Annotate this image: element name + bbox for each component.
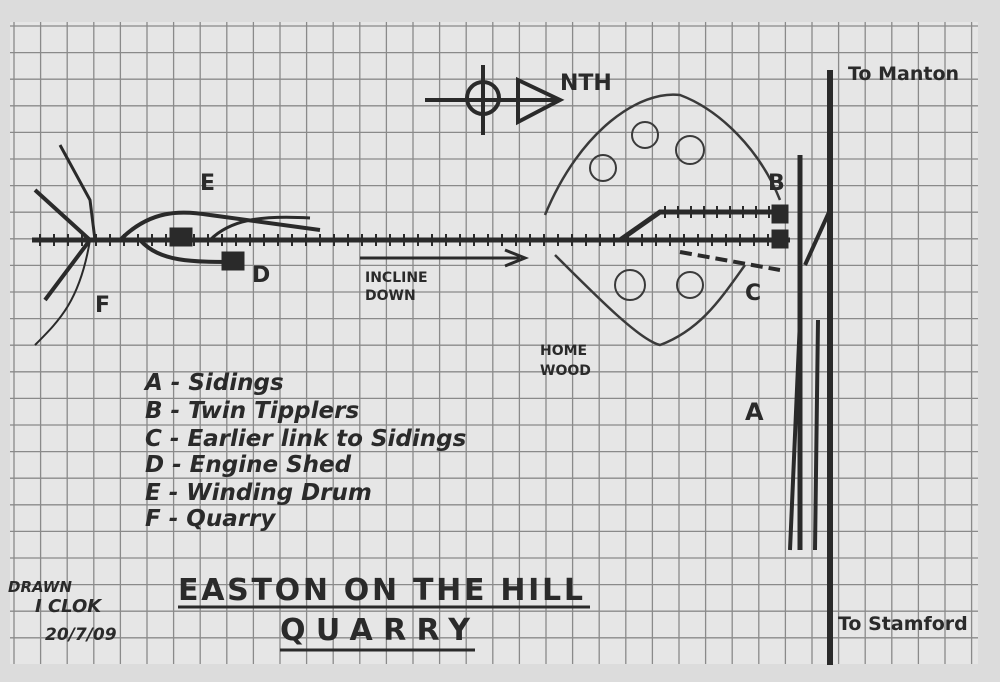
legend: A - Sidings B - Twin Tipplers C - Earlie…	[143, 370, 466, 532]
legend-item-d: D - Engine Shed	[145, 452, 352, 478]
marker-e: E	[200, 171, 215, 196]
to-stamford-label: To Stamford	[838, 613, 968, 635]
tree-icons	[589, 121, 705, 301]
track-sleepers	[39, 206, 770, 246]
home-wood-outline	[543, 93, 782, 347]
to-manton-label: To Manton	[848, 63, 959, 85]
legend-item-e: E - Winding Drum	[145, 480, 372, 506]
legend-item-f: F - Quarry	[145, 506, 276, 532]
signature-date: 20/7/09	[45, 625, 117, 645]
legend-item-c: C - Earlier link to Sidings	[145, 426, 466, 452]
signature-name: I CLOK	[35, 596, 103, 617]
north-label: NTH	[560, 71, 612, 96]
wood-label-line2: WOOD	[540, 363, 591, 379]
marker-f: F	[95, 293, 110, 318]
marker-b: B	[768, 171, 785, 196]
railway-track	[32, 70, 833, 665]
signature-drawn: DRAWN	[8, 578, 72, 596]
legend-item-b: B - Twin Tipplers	[145, 398, 359, 424]
wood-label-line1: HOME	[540, 343, 587, 359]
marker-a: A	[745, 398, 764, 426]
incline-label-line1: INCLINE	[365, 270, 428, 286]
title-line1: EASTON ON THE HILL	[178, 573, 583, 608]
marker-c: C	[745, 281, 761, 306]
grid-lines	[10, 22, 978, 664]
legend-item-a: A - Sidings	[143, 370, 284, 396]
north-arrow-icon	[425, 65, 565, 135]
incline-label-line2: DOWN	[365, 288, 416, 304]
marker-d: D	[252, 263, 270, 288]
